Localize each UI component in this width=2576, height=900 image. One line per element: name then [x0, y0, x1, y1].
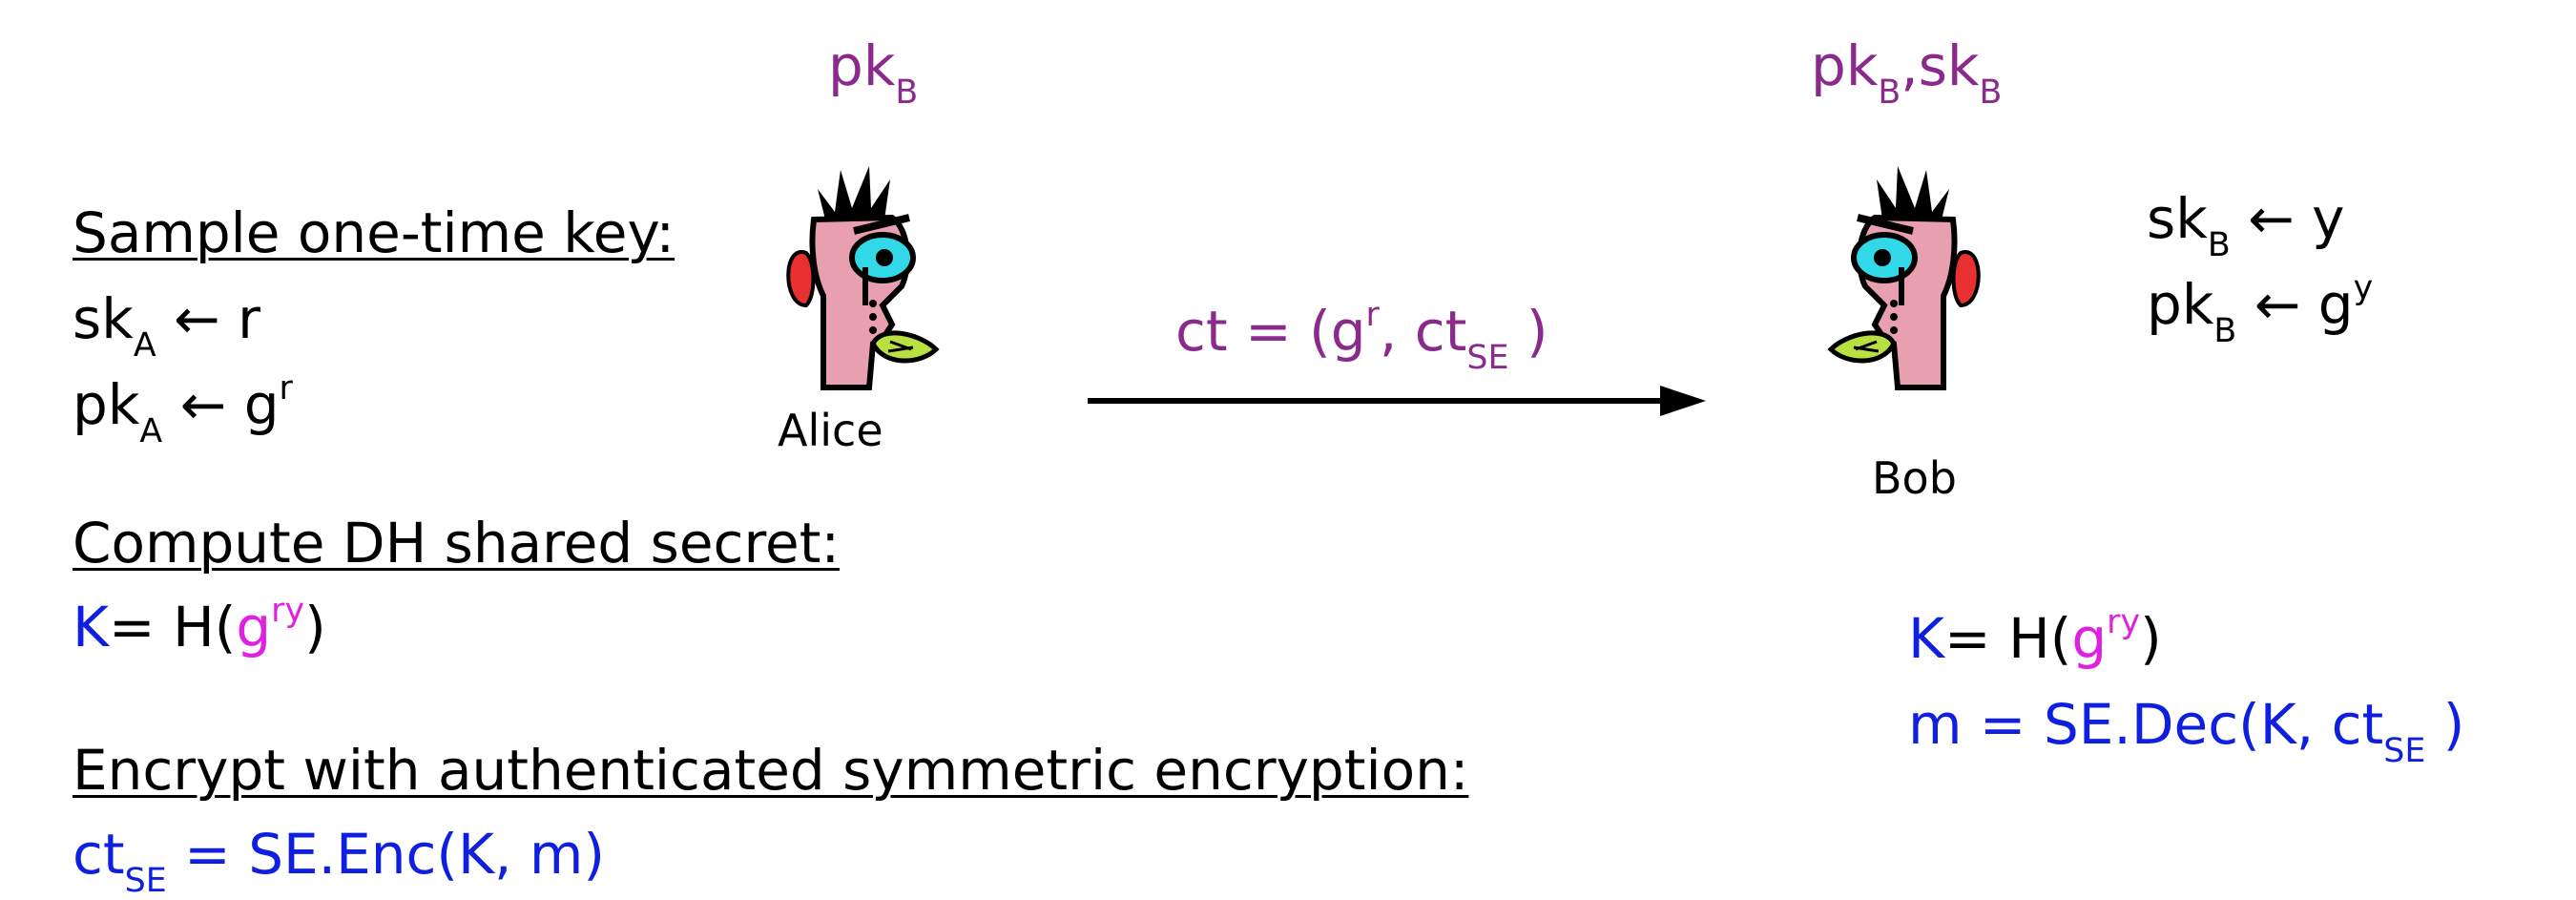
alice-face-icon — [786, 166, 940, 390]
bob-face-icon — [1827, 166, 1981, 390]
alice-k-line: K= H(gry) — [73, 591, 326, 659]
bob-k-line: K= H(gry) — [1908, 602, 2162, 671]
bob-decrypt-line: m = SE.Dec(K, ctSE ) — [1908, 692, 2465, 771]
bob-pk-line: pkB ← gy — [2147, 268, 2374, 351]
right-arrow-icon — [1088, 386, 1706, 416]
alice-ct-line: ctSE = SE.Enc(K, m) — [73, 822, 606, 900]
alice-public-key-label: pkB — [828, 33, 919, 113]
dh-heading: Compute DH shared secret: — [73, 511, 840, 576]
bob-keys-label: pkB,skB — [1811, 33, 2003, 113]
encrypt-heading: Encrypt with authenticated symmetric enc… — [73, 738, 1469, 803]
sample-heading: Sample one-time key: — [73, 200, 675, 265]
bob-name: Bob — [1872, 452, 1957, 504]
bob-sk-line: skB ← y — [2147, 186, 2345, 265]
alice-sk-line: skA ← r — [73, 286, 260, 366]
alice-name: Alice — [778, 405, 883, 456]
alice-pk-line: pkA ← gr — [73, 368, 293, 451]
ciphertext-message: ct = (gr, ctSE ) — [1175, 295, 1548, 378]
